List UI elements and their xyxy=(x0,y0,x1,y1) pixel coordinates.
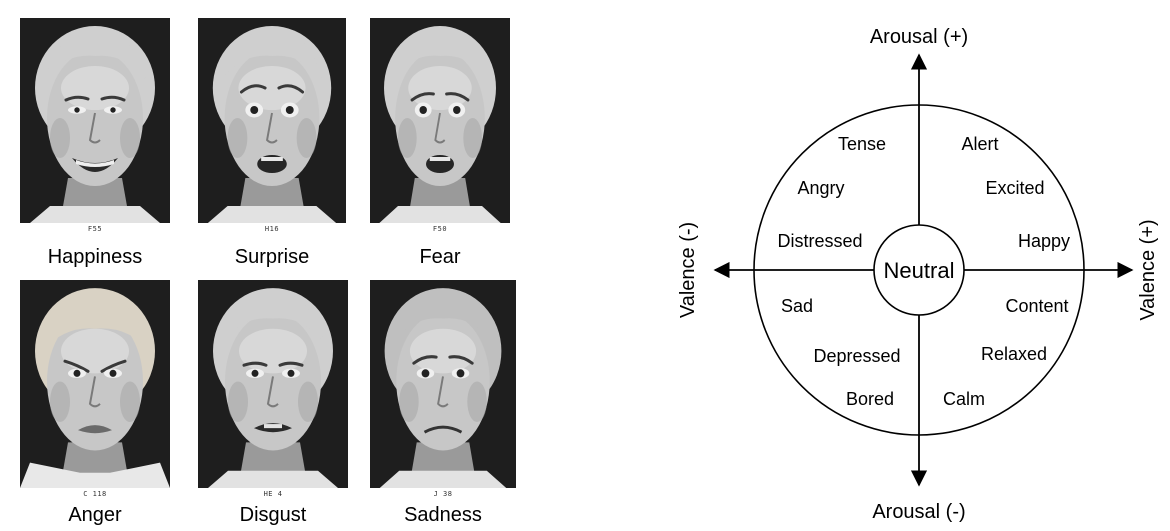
caption-disgust: Disgust xyxy=(239,504,307,526)
emotion-label-bored: Bored xyxy=(846,389,894,409)
emotion-label-depressed: Depressed xyxy=(813,346,900,366)
face-photo-anger xyxy=(20,280,170,488)
neutral-circle xyxy=(873,224,965,316)
caption-surprise: Surprise xyxy=(234,246,310,268)
photo-code: J 38 xyxy=(433,490,453,498)
face-photo-happiness xyxy=(20,18,170,223)
face-cell-fear: F50 Fear xyxy=(370,18,520,270)
face-photo-sadness xyxy=(370,280,516,488)
circumplex-model-diagram: Neutral Arousal (+) Arousal (-) Valence … xyxy=(660,0,1170,531)
photo-code: C 118 xyxy=(83,490,107,498)
caption-fear: Fear xyxy=(419,246,461,268)
face-portrait-drawing xyxy=(20,280,170,488)
photo-code: F55 xyxy=(87,225,103,233)
face-cell-sadness: J 38 Sadness xyxy=(370,280,520,531)
photo-code: F50 xyxy=(432,225,448,233)
emotion-label-calm: Calm xyxy=(943,389,985,409)
face-photo-disgust xyxy=(198,280,348,488)
circumplex-svg: Neutral Arousal (+) Arousal (-) Valence … xyxy=(677,26,1159,523)
emotion-label-alert: Alert xyxy=(961,134,998,154)
emotion-label-content: Content xyxy=(1005,296,1068,316)
axis-label-valence-positive: Valence (+) xyxy=(1137,219,1159,320)
face-portrait-drawing xyxy=(198,280,348,488)
emotion-label-relaxed: Relaxed xyxy=(981,344,1047,364)
face-cell-anger: C 118 Anger xyxy=(20,280,180,531)
face-photo-surprise xyxy=(198,18,346,223)
emotion-label-tense: Tense xyxy=(838,134,886,154)
emotion-label-distressed: Distressed xyxy=(777,231,862,251)
face-portrait-drawing xyxy=(20,18,170,223)
axis-label-arousal-positive: Arousal (+) xyxy=(870,26,968,48)
facial-expression-photo-grid: F55 Happiness H16 Surprise F50 Fear C 11… xyxy=(0,0,520,531)
face-cell-disgust: HE 4 Disgust xyxy=(198,280,348,531)
face-portrait-drawing xyxy=(370,280,516,488)
face-portrait-drawing xyxy=(370,18,510,223)
axis-label-arousal-negative: Arousal (-) xyxy=(872,501,965,523)
emotion-label-happy: Happy xyxy=(1018,231,1070,251)
emotion-label-sad: Sad xyxy=(781,296,813,316)
photo-code: H16 xyxy=(264,225,280,233)
face-portrait-drawing xyxy=(198,18,346,223)
caption-sadness: Sadness xyxy=(404,504,482,526)
face-cell-happiness: F55 Happiness xyxy=(20,18,180,270)
neutral-label: Neutral xyxy=(884,258,955,283)
axis-label-valence-negative: Valence (-) xyxy=(677,222,699,318)
face-photo-fear xyxy=(370,18,510,223)
emotion-label-angry: Angry xyxy=(797,178,844,198)
face-cell-surprise: H16 Surprise xyxy=(198,18,348,270)
emotion-label-excited: Excited xyxy=(985,178,1044,198)
caption-happiness: Happiness xyxy=(47,246,143,268)
photo-code: HE 4 xyxy=(263,490,283,498)
caption-anger: Anger xyxy=(68,504,122,526)
